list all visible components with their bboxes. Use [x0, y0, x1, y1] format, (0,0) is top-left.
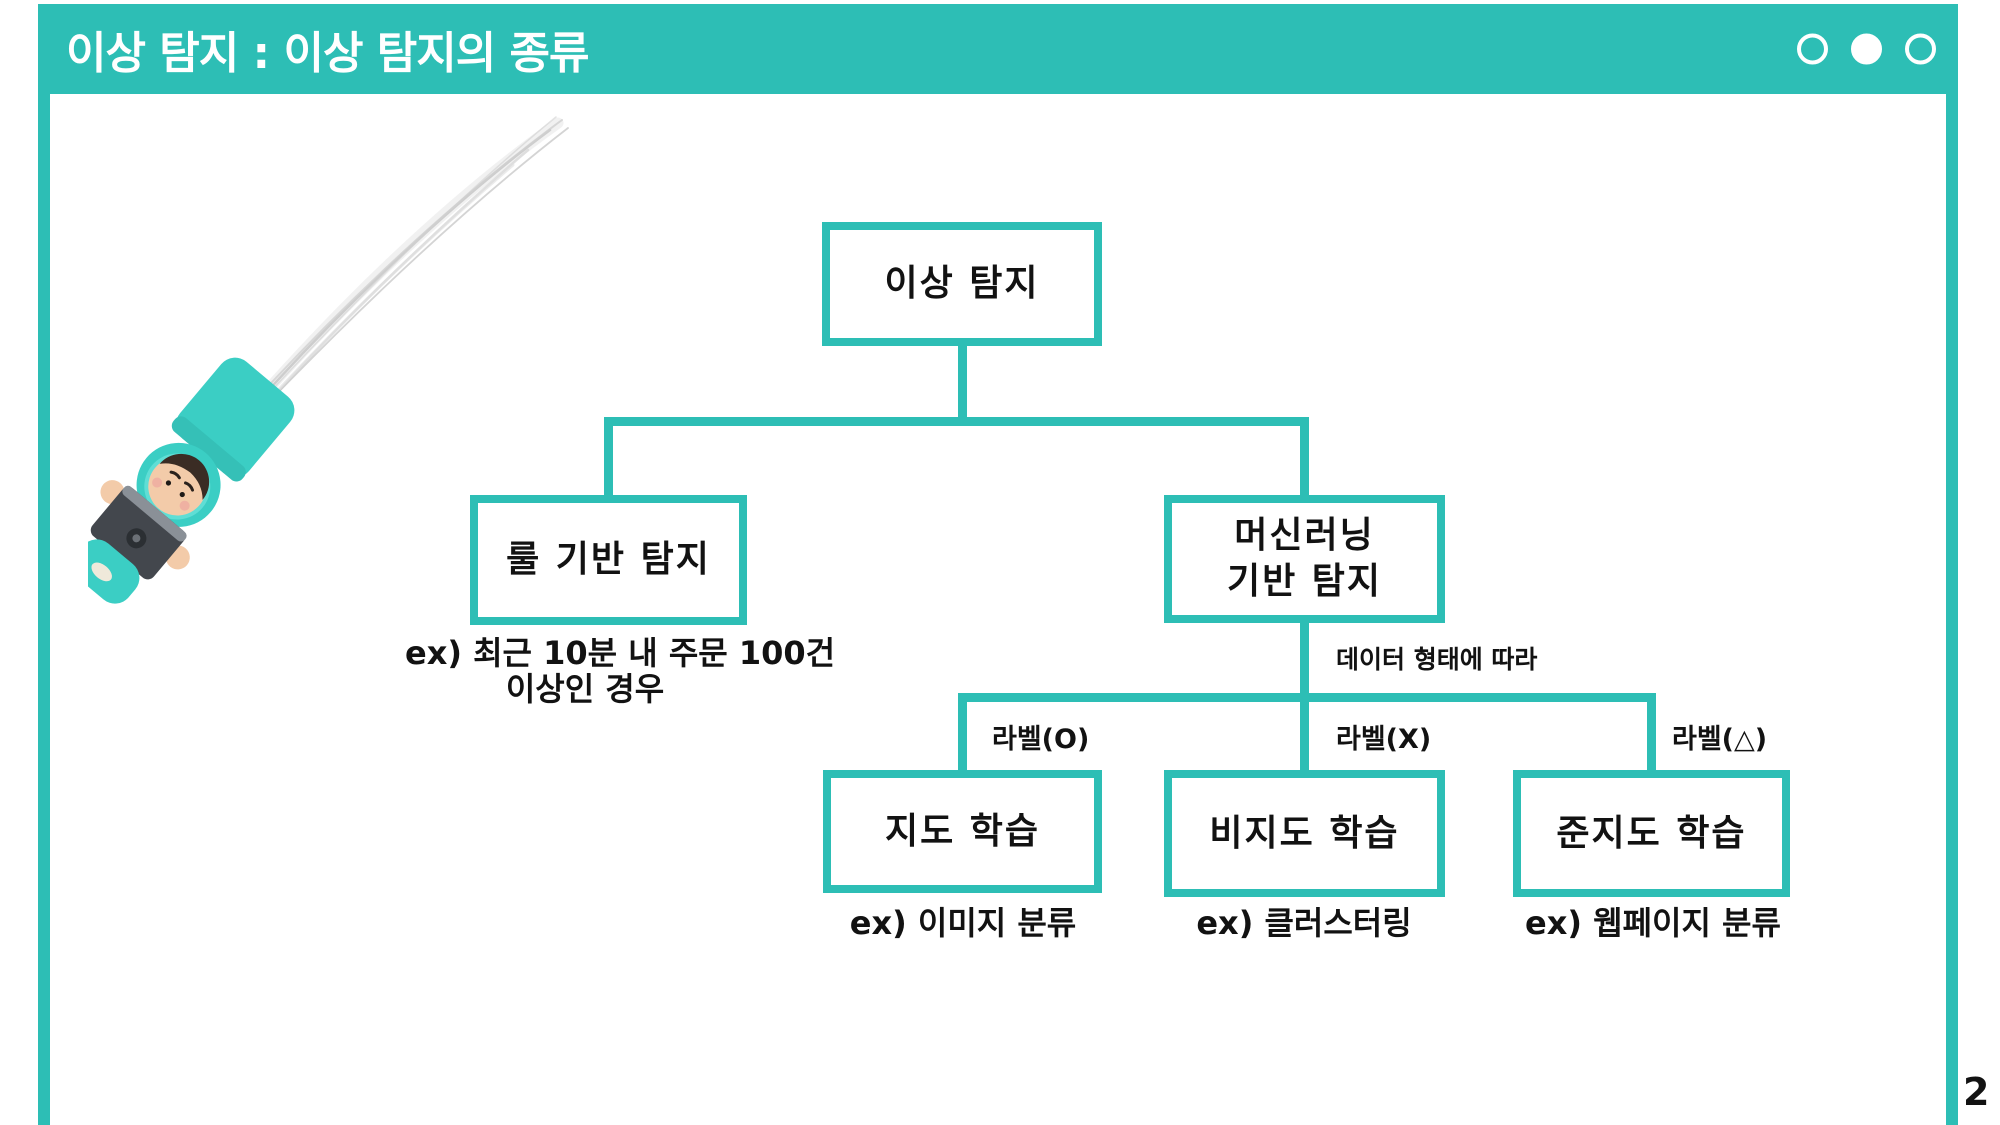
edge-label-label-triangle: 라벨(△) — [1672, 724, 1768, 755]
node-label: 이상 탐지 — [884, 263, 1040, 304]
node-semi-supervised: 준지도 학습 — [1513, 770, 1790, 897]
node-unsupervised: 비지도 학습 — [1164, 770, 1445, 897]
falling-character-illustration — [88, 116, 569, 604]
connector-ml-drop — [1300, 424, 1309, 496]
node-supervised: 지도 학습 — [823, 770, 1102, 893]
connector-supervised-drop — [958, 700, 967, 770]
connector-semi-drop — [1647, 700, 1656, 770]
circle-filled-icon — [1851, 33, 1882, 65]
node-label: 룰 기반 탐지 — [506, 539, 711, 580]
page-number: 2 — [1963, 1070, 1990, 1114]
node-label: 준지도 학습 — [1556, 812, 1747, 854]
circle-outline-icon — [1797, 33, 1828, 65]
node-label-line1: 머신러닝 — [1234, 515, 1375, 556]
circle-outline-icon — [1905, 33, 1936, 65]
edge-label-label-x: 라벨(X) — [1336, 724, 1432, 755]
example-line2: 이상인 경우 — [505, 670, 665, 708]
smoke-trail-icon — [244, 116, 569, 427]
connector-level1-bar — [604, 417, 1309, 426]
node-label: 지도 학습 — [884, 810, 1040, 852]
example-line1: ex) 최근 10분 내 주문 100건 — [405, 634, 836, 672]
left-border-strip — [38, 94, 50, 1125]
node-label-line2: 기반 탐지 — [1226, 561, 1382, 602]
example-rule-based: ex) 최근 10분 내 주문 100건 이상인 경우 — [405, 634, 836, 708]
window-dots — [1797, 33, 1936, 65]
slide-title: 이상 탐지 : 이상 탐지의 종류 — [66, 28, 589, 79]
connector-root-stem — [958, 344, 967, 418]
right-border-strip — [1946, 94, 1958, 1125]
astronaut-icon — [88, 357, 295, 604]
node-rule-based: 룰 기반 탐지 — [470, 495, 747, 625]
example-semi-supervised: ex) 웹페이지 분류 — [1525, 904, 1781, 942]
node-label: 비지도 학습 — [1209, 812, 1400, 854]
branch-note-data-type: 데이터 형태에 따라 — [1336, 645, 1538, 674]
example-supervised: ex) 이미지 분류 — [849, 904, 1077, 942]
connector-level2-bar — [958, 693, 1656, 702]
connector-rule-drop — [604, 424, 613, 496]
header-bar: 이상 탐지 : 이상 탐지의 종류 — [38, 4, 1958, 94]
node-anomaly-detection: 이상 탐지 — [822, 222, 1102, 346]
node-machine-learning: 머신러닝 기반 탐지 — [1164, 495, 1445, 623]
edge-label-label-o: 라벨(O) — [992, 724, 1090, 755]
example-unsupervised: ex) 클러스터링 — [1196, 904, 1412, 942]
